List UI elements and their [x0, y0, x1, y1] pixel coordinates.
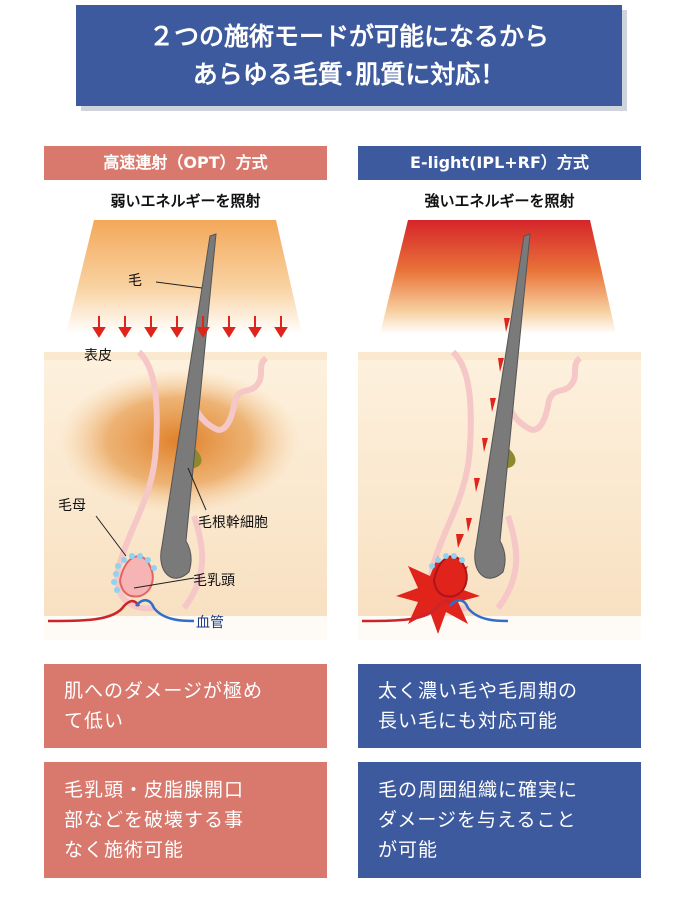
left-box-2-line-3: なく施術可能 [64, 839, 185, 861]
right-energy-label: 強いエネルギーを照射 [424, 192, 575, 210]
label-bulge-stem-cells: 毛根幹細胞 [198, 515, 268, 531]
label-dermal-papilla: 毛乳頭 [193, 573, 235, 589]
right-box-1-line-2: 長い毛にも対応可能 [378, 710, 559, 732]
light-beam [66, 220, 302, 334]
follicle-wall [114, 349, 160, 612]
left-energy-label: 弱いエネルギーを照射 [110, 192, 261, 210]
left-box-1-line-1: 肌へのダメージが極め [64, 680, 264, 702]
header-banner: ２つの施術モードが可能になるから あらゆる毛質･肌質に対応！ [76, 5, 622, 106]
right-box-2-line-1: 毛の周囲組織に確実に [378, 779, 579, 801]
label-hair-matrix: 毛母 [58, 498, 86, 514]
light-beam [380, 220, 616, 334]
vein [449, 599, 509, 623]
hair-energy-arrows [456, 318, 510, 548]
hair-shaft [474, 233, 531, 579]
vein [135, 599, 195, 623]
right-mode-label: E-light(IPL+RF）方式 [358, 146, 641, 180]
light-arrows [92, 316, 288, 338]
right-box-2: 毛の周囲組織に確実に ダメージを与えること が可能 [358, 762, 641, 878]
hair-matrix-cells [429, 553, 465, 569]
artery [361, 599, 455, 623]
epidermis-layer [44, 352, 327, 360]
left-mode-label: 高速連射（OPT）方式 [44, 146, 327, 180]
left-box-2-line-1: 毛乳頭・皮脂腺開口 [64, 779, 245, 801]
hair-matrix-cells [111, 553, 157, 593]
left-box-1: 肌へのダメージが極め て低い [44, 664, 327, 748]
label-hair: 毛 [128, 273, 142, 289]
right-diagram [358, 220, 641, 640]
right-box-1: 太く濃い毛や毛周期の 長い毛にも対応可能 [358, 664, 641, 748]
header-line-1: ２つの施術モードが可能になるから [148, 21, 549, 51]
header-line-2: あらゆる毛質･肌質に対応！ [192, 59, 506, 89]
artery [47, 599, 141, 623]
left-box-2: 毛乳頭・皮脂腺開口 部などを破壊する事 なく施術可能 [44, 762, 327, 878]
epidermis-layer [358, 352, 641, 360]
right-box-1-line-1: 太く濃い毛や毛周期の [378, 680, 579, 702]
left-diagram [44, 220, 327, 640]
label-epidermis: 表皮 [84, 348, 112, 364]
right-box-2-line-3: が可能 [378, 839, 439, 861]
label-blood-vessel: 血管 [196, 615, 224, 631]
left-box-2-line-2: 部などを破壊する事 [64, 809, 245, 831]
right-box-2-line-2: ダメージを与えること [378, 809, 577, 831]
left-box-1-line-2: て低い [64, 710, 125, 732]
